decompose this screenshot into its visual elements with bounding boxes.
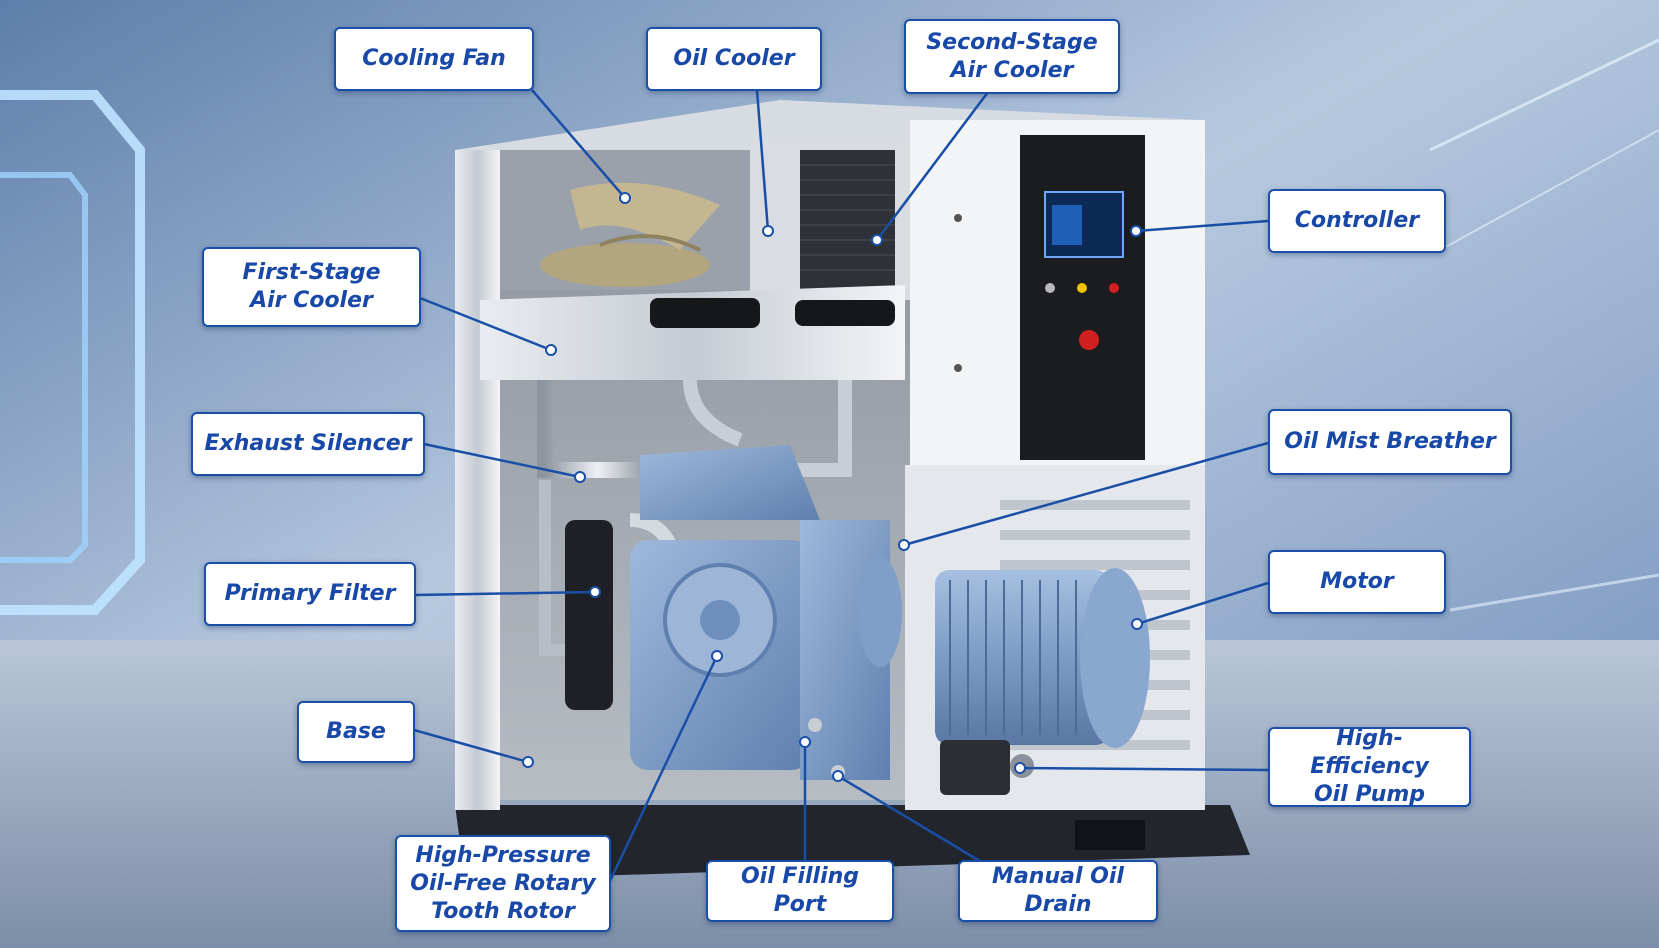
indicator-light-yellow xyxy=(1077,283,1087,293)
control-panel xyxy=(1020,135,1145,460)
leader-dot xyxy=(1132,619,1142,629)
label-first-stage-air-cooler-text: First-Stage Air Cooler xyxy=(242,259,380,315)
label-high-efficiency-oil-pump-text: High-Efficiency Oil Pump xyxy=(1278,725,1461,809)
label-second-stage-air-cooler: Second-Stage Air Cooler xyxy=(904,19,1120,94)
oil-filling-port-cap xyxy=(808,718,822,732)
label-exhaust-silencer: Exhaust Silencer xyxy=(191,412,425,476)
label-oil-cooler-text: Oil Cooler xyxy=(673,45,794,73)
second-stage-cooler-core xyxy=(800,150,895,295)
leader-dot xyxy=(712,651,722,661)
label-base-text: Base xyxy=(326,718,386,746)
label-motor: Motor xyxy=(1268,550,1446,614)
label-cooling-fan-text: Cooling Fan xyxy=(362,45,506,73)
label-oil-mist-breather: Oil Mist Breather xyxy=(1268,409,1512,475)
coupling xyxy=(858,557,902,667)
label-oil-filling-port-text: Oil Filling Port xyxy=(716,863,884,919)
label-exhaust-silencer-text: Exhaust Silencer xyxy=(205,430,412,458)
indicator-light-red xyxy=(1109,283,1119,293)
leader-dot xyxy=(620,193,630,203)
label-high-efficiency-oil-pump: High-Efficiency Oil Pump xyxy=(1268,727,1471,807)
label-primary-filter: Primary Filter xyxy=(204,562,416,626)
leader-dot xyxy=(575,472,585,482)
indicator-light-grey xyxy=(1045,283,1055,293)
cooler-duct-left xyxy=(650,298,760,328)
leader-dot xyxy=(590,587,600,597)
leader-dot xyxy=(899,540,909,550)
leader-dot xyxy=(546,345,556,355)
label-cooling-fan: Cooling Fan xyxy=(334,27,534,91)
cabinet-latch xyxy=(954,364,962,372)
label-oil-mist-breather-text: Oil Mist Breather xyxy=(1284,428,1495,456)
cooler-duct-right xyxy=(795,300,895,326)
leader-dot xyxy=(763,226,773,236)
rotor-hub xyxy=(700,600,740,640)
label-oil-filling-port: Oil Filling Port xyxy=(706,860,894,922)
leader-dot xyxy=(1015,763,1025,773)
label-rotary-tooth-rotor: High-Pressure Oil-Free Rotary Tooth Roto… xyxy=(395,835,611,932)
label-manual-oil-drain: Manual Oil Drain xyxy=(958,860,1158,922)
label-base: Base xyxy=(297,701,415,763)
primary-filter xyxy=(565,520,613,710)
label-second-stage-air-cooler-text: Second-Stage Air Cooler xyxy=(926,29,1097,85)
leader-dot xyxy=(1131,226,1141,236)
motor-end-cap xyxy=(1080,568,1150,748)
leader-dot xyxy=(872,235,882,245)
label-rotary-tooth-rotor-text: High-Pressure Oil-Free Rotary Tooth Roto… xyxy=(410,842,595,926)
label-controller-text: Controller xyxy=(1295,207,1419,235)
emergency-stop-button xyxy=(1079,330,1099,350)
leader-dot xyxy=(833,771,843,781)
exhaust-silencer-housing xyxy=(640,445,820,520)
leader-dot xyxy=(523,757,533,767)
label-motor-text: Motor xyxy=(1320,568,1394,596)
label-first-stage-air-cooler: First-Stage Air Cooler xyxy=(202,247,421,327)
label-manual-oil-drain-text: Manual Oil Drain xyxy=(968,863,1148,919)
frame-post-left xyxy=(455,150,500,810)
cabinet-latch xyxy=(954,214,962,222)
controller-screen-panel xyxy=(1052,205,1082,245)
label-primary-filter-text: Primary Filter xyxy=(225,580,396,608)
label-controller: Controller xyxy=(1268,189,1446,253)
oil-pump xyxy=(940,740,1010,795)
cooling-fan-ring xyxy=(540,243,710,287)
label-oil-cooler: Oil Cooler xyxy=(646,27,822,91)
leader-dot xyxy=(800,737,810,747)
base-skid-slot xyxy=(1075,820,1145,850)
